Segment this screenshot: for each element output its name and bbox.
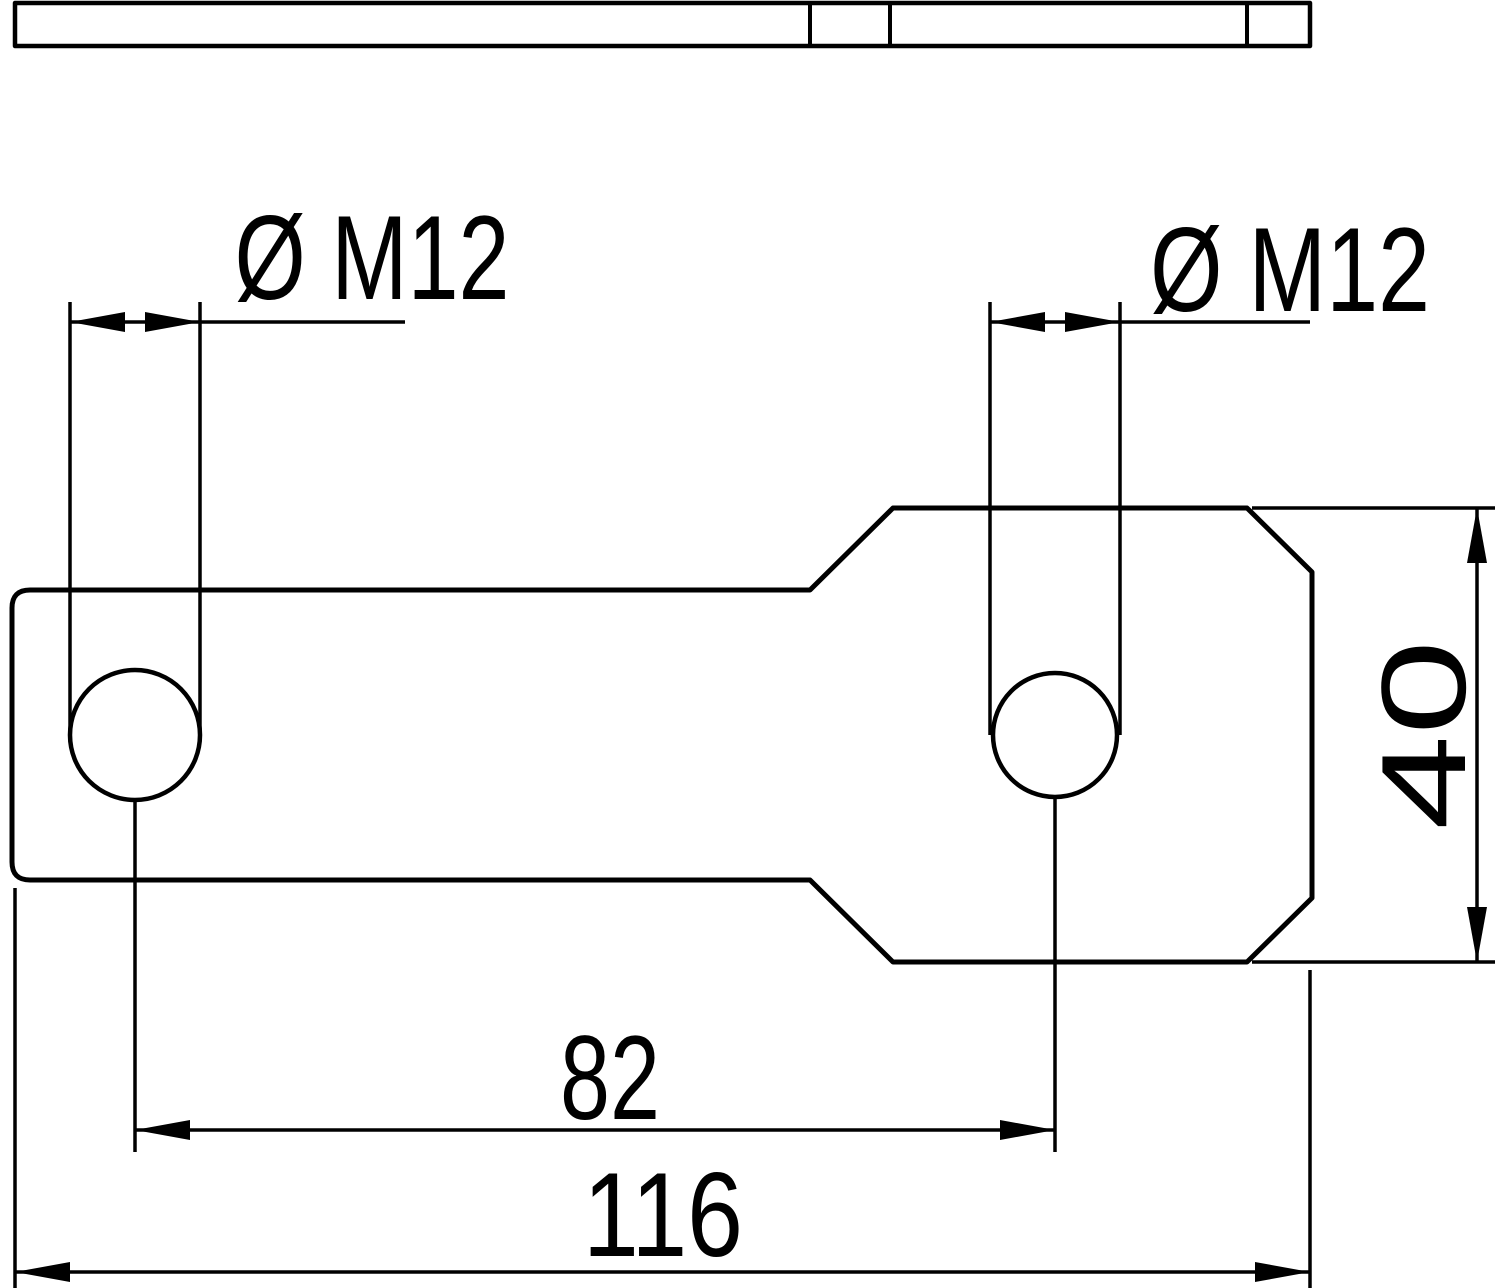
- dimension-arrowheads: [15, 312, 1487, 1282]
- dim-label-hole-right: Ø M12: [1150, 203, 1430, 337]
- dim-label-82: 82: [560, 1011, 660, 1145]
- hole-right: [990, 670, 1120, 800]
- arrow-82-left: [135, 1120, 190, 1140]
- dim-label-116: 116: [583, 1148, 743, 1282]
- edge-view-outline: [12, 0, 1313, 49]
- hole-left: [67, 667, 203, 803]
- arrow-hole-right-r: [1065, 312, 1120, 332]
- arrow-hole-left-l: [70, 312, 125, 332]
- dim-label-40: 40: [1357, 640, 1491, 830]
- arrow-40-top: [1467, 508, 1487, 563]
- arrow-82-right: [1000, 1120, 1055, 1140]
- arrow-hole-left-r: [145, 312, 200, 332]
- dim-label-hole-left: Ø M12: [235, 191, 510, 325]
- arrow-116-left: [15, 1262, 70, 1282]
- dimension-labels: Ø M12 Ø M12 82 116 40: [235, 191, 1492, 1282]
- part-outline: [9, 505, 1315, 965]
- object-lines: [9, 0, 1315, 965]
- arrow-116-right: [1255, 1262, 1310, 1282]
- arrow-hole-right-l: [990, 312, 1045, 332]
- arrow-40-bottom: [1467, 907, 1487, 962]
- dimension-lines: [13, 302, 1495, 1288]
